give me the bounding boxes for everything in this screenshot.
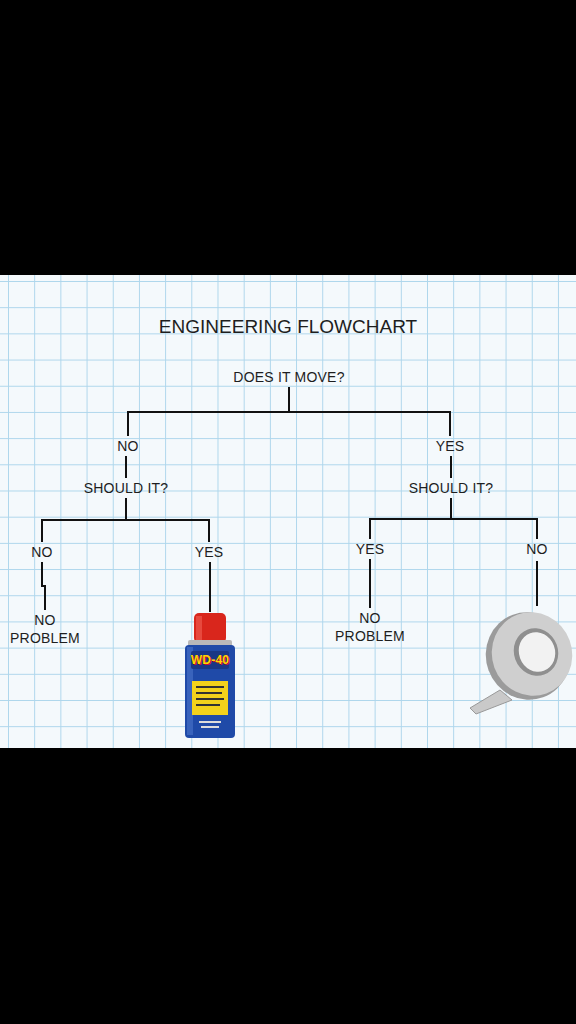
branch-line xyxy=(42,498,126,542)
step-text: SHOULD IT? xyxy=(66,479,186,497)
branch-line xyxy=(42,562,45,610)
flow-step: YES xyxy=(420,437,480,455)
branch-line xyxy=(209,562,211,612)
flow-step: YES xyxy=(184,543,234,561)
step-text: YES xyxy=(184,543,234,561)
step-text: NO PROBLEM xyxy=(4,611,86,647)
branch-line xyxy=(450,456,452,478)
branch-line xyxy=(125,456,127,478)
duct-tape-illustration xyxy=(470,600,576,714)
step-text: DOES IT MOVE? xyxy=(209,368,369,386)
branch-line xyxy=(370,498,451,539)
flow-step: NO xyxy=(512,540,562,558)
can-logo-text: WD-40 xyxy=(183,653,237,667)
step-text: NO xyxy=(17,543,67,561)
branch-line xyxy=(126,498,209,542)
step-text: NO xyxy=(512,540,562,558)
flow-step: YES xyxy=(345,540,395,558)
step-text: SHOULD IT? xyxy=(391,479,511,497)
step-text: YES xyxy=(420,437,480,455)
step-text: NO xyxy=(98,437,158,455)
can-drawing xyxy=(183,613,237,738)
flow-step: SHOULD IT? xyxy=(391,479,511,497)
flow-step: SHOULD IT? xyxy=(66,479,186,497)
flow-step: DOES IT MOVE? xyxy=(209,368,369,386)
step-text: YES xyxy=(345,540,395,558)
graph-paper xyxy=(0,275,576,748)
tape-connector xyxy=(536,561,538,606)
branch-line xyxy=(128,387,289,436)
wd40-can: WD-40 xyxy=(183,613,237,738)
branch-line xyxy=(369,559,371,608)
branch-line xyxy=(289,387,450,436)
flow-step: NO xyxy=(98,437,158,455)
branch-line xyxy=(451,498,537,539)
chart-title: ENGINEERING FLOWCHART xyxy=(88,315,488,339)
flow-step: NO PROBLEM xyxy=(329,609,411,645)
step-text: NO PROBLEM xyxy=(329,609,411,645)
flow-step: NO xyxy=(17,543,67,561)
flow-step: NO PROBLEM xyxy=(4,611,86,647)
